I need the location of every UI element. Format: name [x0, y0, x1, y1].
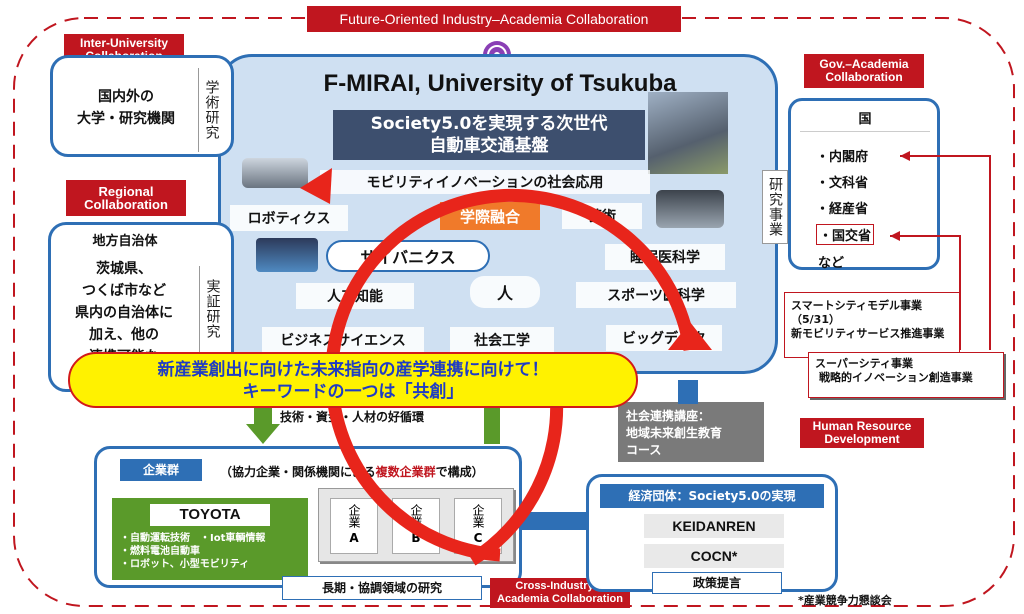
industry-note-suffix: で構成）: [435, 465, 484, 479]
project-super-city: スーパーシティ事業: [815, 357, 914, 370]
demonstration-research-label: 実証研究: [199, 266, 225, 352]
group-link: [520, 512, 588, 530]
social-course-box: 社会連携講座： 地域未来創生教育 コース: [618, 402, 764, 462]
vehicle-photo-1: [242, 158, 308, 188]
industry-note-prefix: （協力企業・関係機関による: [220, 465, 376, 479]
blue-connector: [678, 380, 698, 404]
company-c-label: 企業: [471, 504, 485, 528]
research-projects-label: 研究事業: [762, 170, 788, 244]
hr-banner: Human Resource Development: [800, 418, 924, 448]
building-photo: [648, 92, 728, 174]
toyota-item-2: ・燃料電池自動車: [120, 546, 200, 557]
projects-box-2: スーパーシティ事業 戦略的イノベーション創造事業: [808, 352, 1004, 398]
econ-heading: 経済団体：Society5.0の実現: [600, 484, 824, 508]
gov-item-mlit: ・国交省: [816, 224, 875, 245]
project-smart-city: スマートシティモデル事業: [791, 299, 923, 312]
kw-sports: スポーツ医科学: [576, 282, 736, 308]
kw-robotics: ロボティクス: [230, 205, 348, 231]
kw-human: 人: [470, 276, 540, 308]
society-line2: 自動車交通基盤: [429, 136, 549, 156]
industry-label: 企業群: [120, 459, 202, 481]
callout-banner: 新産業創出に向けた未来指向の産学連携に向けて！ キーワードの一つは「共創」: [68, 352, 638, 408]
social-course-line2: 地域未来創生教育: [626, 426, 723, 440]
cycle-label: 技術・資金・人材の好循環: [280, 410, 425, 424]
kw-social-eng: 社会工学: [450, 327, 554, 353]
title-banner: Future-Oriented Industry–Academia Collab…: [307, 6, 681, 32]
center-title: F-MIRAI, University of Tsukuba: [323, 70, 677, 97]
car-photo: [256, 238, 318, 272]
toyota-label: TOYOTA: [150, 504, 270, 526]
regional-line1: 茨城県、: [96, 261, 152, 277]
company-a-letter: A: [349, 531, 359, 545]
longterm-research: 長期・協調領域の研究: [282, 576, 482, 600]
toyota-item-3: ・ロボット、小型モビリティ: [120, 559, 250, 570]
social-course-line1: 社会連携講座：: [626, 409, 711, 423]
toyota-items: ・自動運転技術 ・Iot車輌情報 ・燃料電池自動車 ・ロボット、小型モビリティ: [120, 532, 265, 571]
gov-box: [788, 98, 940, 270]
gov-item-mext: ・文科省: [816, 176, 869, 191]
bus-photo: [656, 190, 724, 228]
inter-university-text: 国内外の 大学・研究機関: [56, 86, 196, 130]
regional-line4: 加え、他の: [89, 327, 159, 343]
green-arrow-head: [246, 424, 280, 444]
kw-business: ビジネスサイエンス: [262, 327, 424, 353]
gov-heading: 国: [800, 108, 930, 132]
callout-line2: キーワードの一つは「共創」: [242, 382, 464, 402]
toyota-item-1: ・自動運転技術 ・Iot車輌情報: [120, 533, 266, 544]
industry-note: （協力企業・関係機関による複数企業群で構成）: [220, 463, 484, 480]
keidanren-box: KEIDANREN: [644, 514, 784, 538]
social-course-line3: コース: [626, 443, 662, 457]
company-c-letter: C: [473, 531, 483, 545]
gov-connector-arrows: [890, 151, 991, 350]
green-arrow-right: [484, 398, 500, 444]
society-box: Society5.0を実現する次世代 自動車交通基盤: [333, 110, 645, 160]
project-date: （5/31）: [791, 313, 840, 326]
project-new-mobility: 新モビリティサービス推進事業: [791, 327, 945, 340]
industry-note-red: 複数企業群: [375, 465, 436, 479]
callout-line1: 新産業創出に向けた未来指向の産学連携に向けて！: [157, 360, 549, 380]
projects-box-1: スマートシティモデル事業 （5/31） 新モビリティサービス推進事業: [784, 292, 960, 358]
project-sip: 戦略的イノベーション創造事業: [819, 371, 973, 384]
gov-item-meti: ・経産省: [816, 202, 869, 217]
regional-banner: Regional Collaboration: [66, 180, 186, 216]
kw-cybernics: サイバニクス: [326, 240, 490, 272]
policy-label: 政策提言: [652, 572, 782, 594]
regional-line3: 県内の自治体に: [75, 305, 173, 321]
regional-line2: つくば市など: [82, 283, 166, 299]
cocn-box: COCN*: [644, 544, 784, 568]
mobility-label: モビリティイノベーションの社会応用: [320, 170, 650, 194]
inter-university-line2: 大学・研究機関: [77, 111, 175, 127]
gov-item-other: など: [818, 256, 845, 271]
gov-banner: Gov.–Academia Collaboration: [804, 54, 924, 88]
gov-item-cabinet: ・内閣府: [816, 150, 869, 165]
inter-university-box: [50, 55, 234, 157]
society-line1: Society5.0を実現する次世代: [370, 114, 608, 134]
company-a: 企業 A: [330, 498, 378, 554]
footnote: *産業競争力懇談会: [798, 594, 892, 607]
company-b-letter: B: [411, 531, 421, 545]
regional-heading: 地方自治体: [92, 234, 158, 249]
inter-university-line1: 国内外の: [98, 89, 154, 105]
company-a-label: 企業: [347, 504, 361, 528]
academic-research-label: 学術研究: [198, 68, 224, 152]
